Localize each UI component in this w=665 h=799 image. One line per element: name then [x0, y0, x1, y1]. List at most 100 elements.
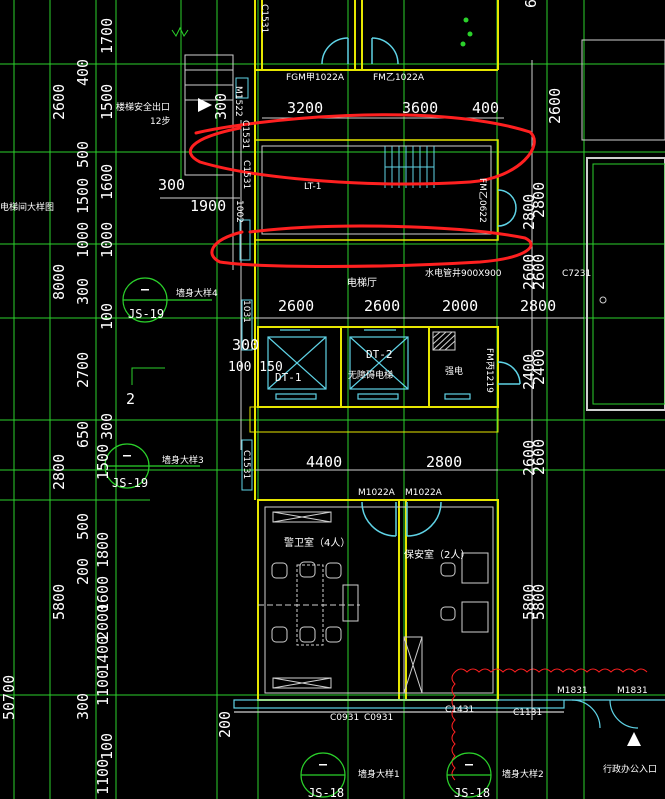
dim-col2-1500b: 1500: [94, 444, 112, 480]
label-fm-side: FM乙0622: [477, 178, 488, 223]
security-room-furniture: [403, 552, 489, 694]
label-m1831-right: M1831: [617, 686, 648, 696]
entrance-arrow-icon: [627, 732, 641, 746]
lower-door-swings: [361, 501, 442, 537]
ref-js19-b: JS-19: [112, 476, 148, 490]
dim-col2-300: 300: [74, 278, 92, 305]
label-lt1: LT-1: [304, 182, 321, 192]
ref-js18-b: JS-18: [454, 786, 490, 799]
label-wall-detail-2: 墙身大样2: [502, 768, 544, 780]
exit-arrow-icon: [198, 98, 212, 112]
dim-col2-650: 650: [74, 421, 92, 448]
detail-callouts: [104, 277, 492, 798]
label-c1531-c: C1531: [241, 450, 251, 479]
dim-right2-2600b: 2600: [520, 440, 538, 476]
dim-left-5800: 5800: [50, 584, 68, 620]
label-c0931-left: C0931: [330, 713, 359, 723]
label-m1522: M1522: [233, 86, 243, 117]
dim-200-bottom: 200: [216, 711, 234, 738]
label-elevator-hall: 电梯厅: [347, 276, 377, 289]
elevator-walls: [249, 326, 499, 433]
label-admin-entrance: 行政办公入口: [603, 763, 657, 775]
dim-col3-1500: 1500: [98, 84, 116, 120]
guard-room-furniture: [258, 511, 360, 689]
label-m1022a-right: M1022A: [405, 488, 443, 498]
label-c1131: C1131: [513, 708, 542, 718]
dim-col3-1600: 1600: [98, 164, 116, 200]
dim-top-3600: 3600: [402, 99, 438, 117]
dim-left-2800: 2800: [50, 454, 68, 490]
dim-right-2400: 2400: [530, 349, 548, 385]
dim-right2-2600: 2600: [520, 254, 538, 290]
label-fgm: FGM甲1022A: [286, 72, 345, 83]
dim-stair-300-b: 300: [212, 93, 230, 120]
dim-col3-2000: 2000: [94, 604, 112, 640]
label-c1531-b: C1531: [240, 120, 250, 149]
left-markers: [131, 26, 189, 385]
dim-col2-2700: 2700: [74, 352, 92, 388]
label-m1831-left: M1831: [557, 686, 588, 696]
dim-mid-4400: 4400: [306, 453, 342, 471]
label-dt1: DT-1: [275, 371, 302, 384]
label-wall-detail-4: 墙身大样4: [176, 287, 218, 299]
dim-col3-1700: 1700: [98, 18, 116, 54]
shaft-hatch: [432, 331, 456, 351]
dim-col2-400: 400: [74, 59, 92, 86]
dim-col2-1400: 1400: [94, 636, 112, 672]
dim-left-8000: 8000: [50, 264, 68, 300]
dim-top-3200: 3200: [287, 99, 323, 117]
dim-col2-200: 200: [74, 558, 92, 585]
hedge-outline: [451, 668, 648, 781]
plants: [460, 17, 473, 47]
ref-js19-a: JS-19: [128, 307, 164, 321]
dim-col3-300: 300: [98, 413, 116, 440]
label-fm-yi: FM乙1022A: [373, 72, 425, 83]
label-dt2: DT-2: [366, 348, 393, 361]
label-fm-bing: FM丙1219: [484, 348, 495, 393]
stair-treads: [384, 146, 435, 188]
dim-elev-2600-b: 2600: [364, 297, 400, 315]
dim-col2-1000: 1000: [74, 222, 92, 258]
dim-right2-5800: 5800: [520, 584, 538, 620]
dim-right-2600: 2600: [546, 88, 564, 124]
top-rooms: [254, 0, 499, 500]
label-strong-current: 强电: [445, 365, 463, 377]
dim-elev-2000: 2000: [442, 297, 478, 315]
label-c1431: C1431: [445, 705, 474, 715]
dim-col3-1800: 1800: [94, 532, 112, 568]
dim-stair-1900: 1900: [190, 197, 226, 215]
left-stair-block: [184, 54, 253, 491]
dim-col2-1100: 1100: [94, 670, 112, 706]
dim-right-5800: 5800: [530, 584, 548, 620]
ref-js18-a: JS-18: [308, 786, 344, 799]
label-security-room: 保安室（2人）: [404, 548, 470, 561]
top-door-swings: [321, 37, 399, 65]
label-level-2: 2: [126, 390, 135, 408]
label-c7231: C7231: [562, 269, 591, 279]
dim-right2-2800: 2800: [520, 194, 538, 230]
dim-100-150: 100 150: [228, 360, 283, 375]
dim-elev-2800: 2800: [520, 297, 556, 315]
dim-right2-6: 6: [522, 0, 540, 8]
elevator-side-door: [497, 189, 521, 385]
dim-col3-1600b: 1600: [94, 576, 112, 612]
dim-col2-1100b: 1100: [94, 759, 112, 795]
label-c1531-d: C1531: [241, 160, 251, 189]
elevator-cars: [267, 329, 471, 400]
dim-right-2600c: 2600: [530, 439, 548, 475]
label-stair-exit: 楼梯安全出口: [116, 101, 170, 113]
label-stair-detail: 电梯间大样图: [0, 201, 54, 213]
dim-left-50700: 50700: [0, 675, 18, 720]
dim-col3-1000: 1000: [98, 222, 116, 258]
label-vtxt-b: 1031: [241, 300, 251, 323]
label-guard-room: 警卫室（4人）: [284, 536, 350, 549]
dim-col2-500b: 500: [74, 513, 92, 540]
dim-300-elev: 300: [232, 336, 259, 354]
label-m1022a-left: M1022A: [358, 488, 396, 498]
dim-left-2600: 2600: [50, 84, 68, 120]
label-vtxt-a: 1002: [234, 200, 244, 223]
dim-col3-100: 100: [98, 303, 116, 330]
dim-right-2800: 2800: [530, 182, 548, 218]
